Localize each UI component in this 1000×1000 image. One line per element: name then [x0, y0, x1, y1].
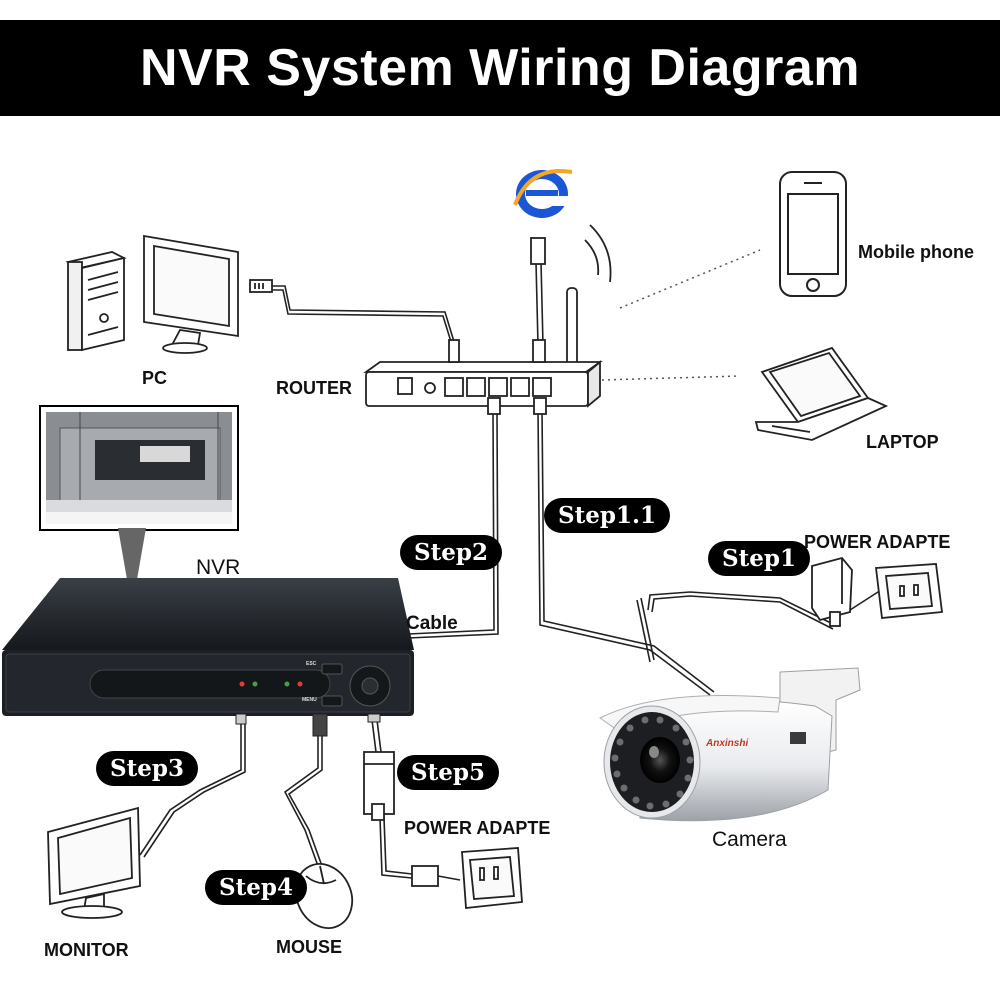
mouse-label: MOUSE	[276, 937, 343, 957]
cable-label: Cable	[406, 613, 458, 634]
nvr-menu-label: MENU	[302, 697, 317, 703]
nvr-power-adapter	[363, 751, 439, 887]
nvr-power-adapter-label: POWER ADAPTE	[404, 818, 551, 838]
title-bar: NVR System Wiring Diagram	[0, 20, 1000, 116]
router-nvr-cable	[407, 411, 495, 635]
step5-badge: Step5	[397, 755, 499, 790]
camera-power-adapter-label: POWER ADAPTE	[804, 532, 951, 552]
step4-badge: Step4	[205, 870, 307, 905]
nvr-mouse-cable	[283, 735, 319, 867]
cables	[139, 261, 888, 881]
nvr-monitor-cable	[139, 722, 242, 856]
router-illustration	[363, 224, 612, 415]
nvr-illustration	[2, 578, 414, 737]
pc-router-cable	[270, 285, 456, 346]
camera-label: Camera	[712, 828, 787, 851]
step1-badge: Step1	[708, 541, 810, 576]
nvr-label: NVR	[196, 556, 241, 579]
router-label: ROUTER	[276, 378, 352, 398]
camera-power-cable	[647, 591, 836, 626]
pc-illustration	[65, 234, 273, 354]
internet-explorer-icon	[513, 169, 573, 218]
camera-power-adapter	[811, 556, 853, 627]
laptop-label: LAPTOP	[866, 432, 939, 452]
camera-illustration	[599, 667, 861, 822]
power-outlet-icon	[874, 563, 944, 619]
nvr-power-cable	[371, 719, 377, 753]
mobile-phone-label: Mobile phone	[858, 242, 974, 262]
power-outlet-icon	[461, 847, 523, 909]
pc-label: PC	[142, 368, 168, 388]
hdd-inset	[39, 405, 239, 608]
step3-badge: Step3	[96, 751, 198, 786]
internet-cable	[535, 261, 539, 346]
camera-brand-label: Anxinshi	[706, 738, 749, 749]
wireless-links	[601, 249, 761, 381]
monitor-illustration	[47, 806, 141, 919]
mobile-phone-illustration	[779, 171, 847, 297]
laptop-illustration	[754, 346, 889, 441]
monitor-label: MONITOR	[44, 940, 129, 960]
diagram-title: NVR System Wiring Diagram	[140, 39, 860, 97]
ir-led-icon	[611, 716, 694, 810]
wifi-signal-icon	[584, 224, 612, 283]
step1-1-badge: Step1.1	[544, 498, 670, 533]
router-camera-cable	[537, 409, 711, 696]
nvr-esc-label: ESC	[306, 661, 317, 667]
step2-badge: Step2	[400, 535, 502, 570]
mouse-illustration	[294, 863, 354, 929]
